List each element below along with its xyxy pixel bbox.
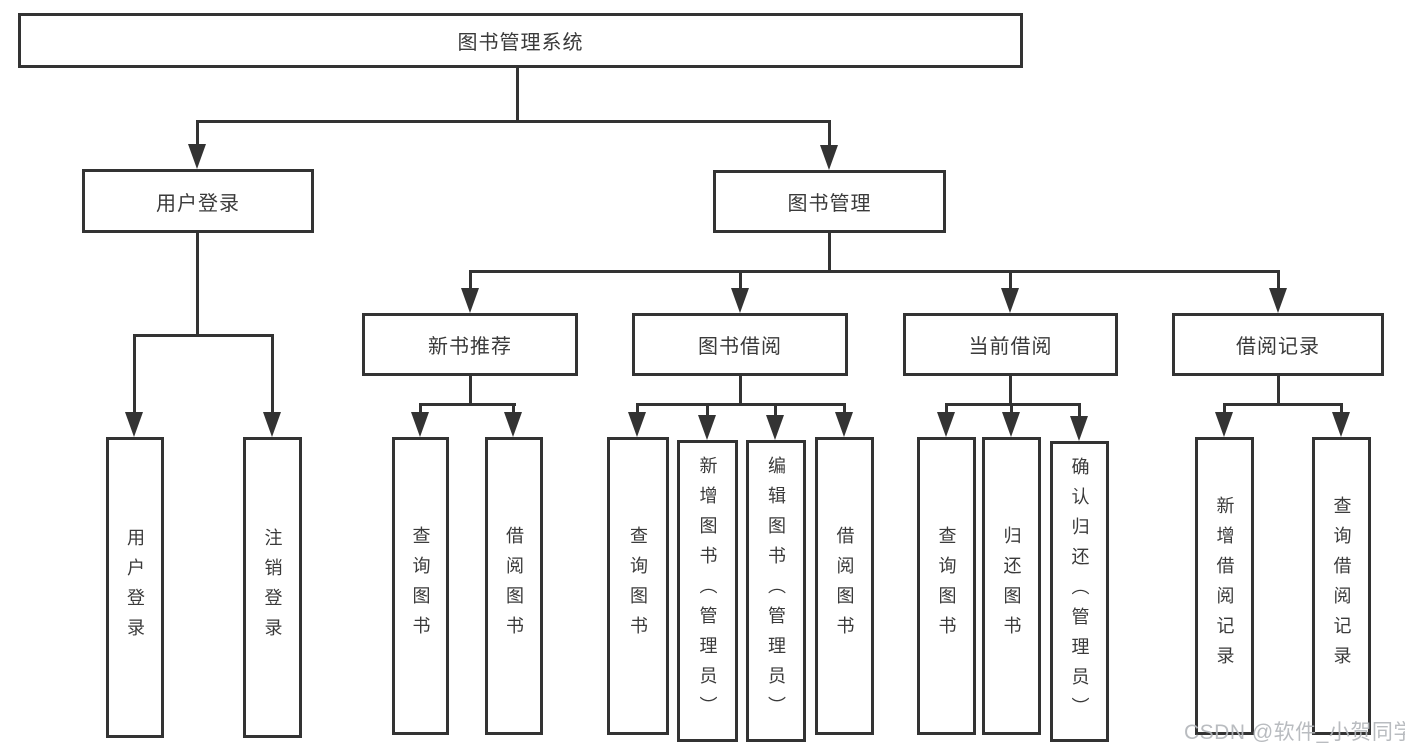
- arrow-down-icon: [1214, 412, 1233, 437]
- leaf-label: 借阅图书: [504, 526, 524, 646]
- arrow-down-icon: [1069, 416, 1088, 441]
- node-book-borrow: 图书借阅: [632, 313, 848, 376]
- leaf-label: 查询借阅记录: [1331, 496, 1352, 676]
- connector-arrow-stem: [1222, 403, 1226, 417]
- leaf-label: 确认归还（管理员）: [1069, 456, 1090, 727]
- connector-arrow-leaf-logout-stem: [270, 334, 274, 417]
- arrow-down-icon: [697, 415, 716, 440]
- connector-new-book-hbar: [418, 403, 516, 406]
- arrow-down-icon: [1001, 412, 1020, 437]
- connector-new-book-stem: [468, 376, 472, 406]
- connector-arrow-stem: [1009, 403, 1013, 417]
- arrow-down-icon: [834, 412, 853, 437]
- connector-arrow-stem: [842, 403, 846, 417]
- connector-arrow-new-book-stem: [468, 270, 472, 292]
- leaf-newrec-borrow-books: 借阅图书: [485, 437, 543, 735]
- connector-arrow-stem: [1339, 403, 1343, 417]
- leaf-logout: 注销登录: [243, 437, 302, 738]
- leaf-borrow-edit-books-admin: 编辑图书（管理员）: [746, 440, 806, 742]
- connector-arrow-stem: [705, 403, 709, 418]
- arrow-down-icon: [410, 412, 429, 437]
- connector-arrow-current-borrow-stem: [1008, 270, 1012, 292]
- leaf-current-query-books: 查询图书: [917, 437, 976, 735]
- arrow-down-icon: [503, 412, 522, 437]
- leaf-borrow-add-books-admin: 新增图书（管理员）: [677, 440, 738, 742]
- connector-book-borrow-hbar: [635, 403, 846, 406]
- arrow-down-icon: [124, 412, 143, 437]
- connector-arrow-stem: [944, 403, 948, 417]
- connector-arrow-stem: [418, 403, 422, 417]
- leaf-records-add-record: 新增借阅记录: [1195, 437, 1254, 735]
- connector-arrow-stem: [511, 403, 515, 417]
- connector-book-management-hbar: [468, 270, 1280, 273]
- node-book-management: 图书管理: [713, 170, 946, 233]
- csdn-watermark: CSDN @软件_小贺同学: [1184, 721, 1405, 744]
- connector-book-management-stem: [827, 233, 831, 273]
- arrow-down-icon: [1331, 412, 1350, 437]
- node-current-borrow: 当前借阅: [903, 313, 1118, 376]
- connector-user-login-hbar: [132, 334, 274, 337]
- arrow-down-icon: [627, 412, 646, 437]
- connector-current-borrow-stem: [1008, 376, 1012, 406]
- connector-user-login-stem: [195, 233, 199, 337]
- connector-arrow-leaf-user-login-stem: [132, 334, 136, 417]
- connector-arrow-user-login-stem: [195, 120, 199, 149]
- leaf-borrow-borrow-books: 借阅图书: [815, 437, 874, 735]
- leaf-label: 注销登录: [262, 527, 283, 648]
- connector-current-borrow-hbar: [944, 403, 1081, 406]
- connector-root-stem: [515, 68, 519, 122]
- connector-arrow-book-borrow-stem: [738, 270, 742, 292]
- arrow-down-icon: [262, 412, 281, 437]
- arrow-down-icon: [765, 415, 784, 440]
- arrow-down-icon: [1000, 288, 1019, 313]
- connector-book-borrow-stem: [738, 376, 742, 406]
- leaf-label: 查询图书: [410, 526, 431, 646]
- connector-arrow-stem: [773, 403, 777, 418]
- leaf-user-login: 用户登录: [106, 437, 164, 738]
- arrow-down-icon: [936, 412, 955, 437]
- leaf-label: 借阅图书: [834, 526, 855, 646]
- node-user-login: 用户登录: [82, 169, 314, 233]
- leaf-label: 新增图书（管理员）: [697, 456, 718, 726]
- arrow-down-icon: [730, 288, 749, 313]
- leaf-current-return-books: 归还图书: [982, 437, 1041, 735]
- arrow-down-icon: [819, 145, 838, 170]
- leaf-borrow-query-books: 查询图书: [607, 437, 669, 735]
- connector-arrow-stem: [635, 403, 639, 417]
- connector-borrow-records-hbar: [1222, 403, 1343, 406]
- node-new-book-recommend: 新书推荐: [362, 313, 578, 376]
- leaf-newrec-query-books: 查询图书: [392, 437, 449, 735]
- connector-borrow-records-stem: [1276, 376, 1280, 406]
- connector-arrow-borrow-records-stem: [1276, 270, 1280, 292]
- node-borrow-records: 借阅记录: [1172, 313, 1384, 376]
- connector-arrow-stem: [1077, 403, 1081, 419]
- leaf-label: 查询图书: [936, 526, 957, 646]
- leaf-label: 查询图书: [628, 526, 648, 646]
- arrow-down-icon: [460, 288, 479, 313]
- leaf-current-confirm-return-admin: 确认归还（管理员）: [1050, 441, 1109, 742]
- leaf-label: 用户登录: [125, 527, 145, 648]
- leaf-label: 归还图书: [1001, 526, 1022, 646]
- leaf-label: 编辑图书（管理员）: [766, 456, 786, 726]
- leaf-label: 新增借阅记录: [1214, 496, 1235, 676]
- node-book-management-system: 图书管理系统: [18, 13, 1023, 68]
- arrow-down-icon: [1268, 288, 1287, 313]
- connector-root-hbar: [195, 119, 831, 123]
- leaf-records-query-record: 查询借阅记录: [1312, 437, 1371, 735]
- arrow-down-icon: [187, 144, 206, 169]
- connector-arrow-book-management-stem: [827, 120, 831, 150]
